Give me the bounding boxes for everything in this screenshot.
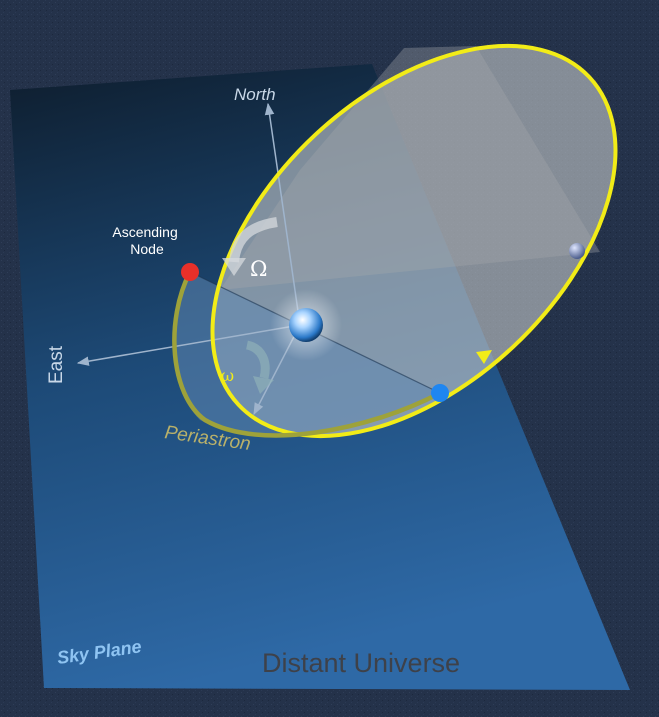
distant-universe-label: Distant Universe bbox=[262, 648, 460, 678]
orbit-ring-lower bbox=[172, 270, 442, 438]
ascending-node-angle-symbol: Ω bbox=[250, 257, 267, 281]
east-label: East bbox=[46, 345, 67, 384]
east-axis bbox=[76, 324, 301, 366]
star bbox=[289, 308, 323, 342]
north-label: North bbox=[234, 85, 276, 104]
north-axis bbox=[264, 102, 301, 326]
orbit-ring bbox=[210, 43, 618, 439]
orbital-plane-shade bbox=[220, 46, 600, 290]
ascending-node-angle-arrow bbox=[229, 217, 278, 263]
ascending-node-label: Ascending Node bbox=[112, 224, 181, 257]
periastron-angle-symbol: ω bbox=[221, 366, 234, 385]
periastron-angle-arrowhead bbox=[253, 376, 274, 394]
ascending-node-label-line1: Ascending bbox=[112, 224, 177, 240]
planet bbox=[569, 243, 585, 259]
periastron-angle-arrow bbox=[245, 340, 270, 380]
periastron-dot bbox=[431, 384, 449, 402]
ascending-node-dot bbox=[181, 263, 199, 281]
ascending-node-angle-arrowhead bbox=[222, 258, 246, 276]
orbit-direction-arrow bbox=[476, 350, 492, 364]
ascending-node-label-line2: Node bbox=[130, 241, 164, 257]
